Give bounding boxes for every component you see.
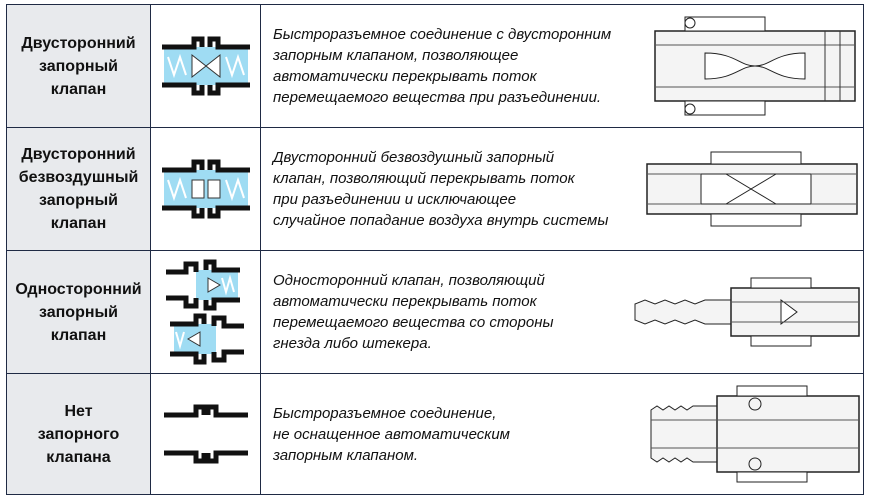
symbol-cell — [150, 373, 261, 495]
description-line: не оснащенное автоматическим — [273, 425, 510, 443]
description-line: Быстроразъемное соединение с двусторонни… — [273, 26, 612, 43]
double-shutoff-valve-symbol — [161, 36, 250, 96]
description-cell: Быстроразъемное соединение с двусторонни… — [260, 4, 864, 128]
description-cell: Двусторонний безвоздушный запорный клапа… — [260, 127, 864, 251]
description-line: клапан, позволяющий перекрывать поток — [273, 170, 575, 187]
description-line: запорным клапаном, позволяющее — [273, 47, 519, 64]
description-line: Быстроразъемное соединение, — [273, 404, 497, 422]
table-row: Двусторонний безвоздушный запорный клапа… — [6, 127, 864, 251]
no-shutoff-valve-symbol — [163, 404, 248, 464]
table-row: Односторонний запорный клапан Одностор — [6, 250, 864, 374]
valve-name-cell: Двусторонний запорный клапан — [6, 4, 151, 128]
air-free-coupling-drawing — [646, 151, 858, 227]
valve-name-line: запорного — [37, 425, 120, 443]
description-line: при разъединении и исключающее — [273, 191, 517, 208]
valve-name-line: клапан — [50, 80, 107, 98]
double-shutoff-coupling-drawing — [654, 16, 856, 116]
air-free-double-shutoff-valve-symbol — [161, 159, 250, 219]
valve-name-line: клапана — [46, 448, 111, 466]
description-line: перемещаемого вещества при разъединении. — [273, 89, 602, 106]
description-cell: Быстроразъемное соединение, не оснащенно… — [260, 373, 864, 495]
table-row: Нет запорного клапана Быстроразъемное со… — [6, 373, 864, 495]
valve-name-cell: Односторонний запорный клапан — [6, 250, 151, 374]
valve-name-line: запорный — [38, 57, 118, 75]
valve-name-line: Нет — [64, 402, 93, 420]
description-line: запорным клапаном. — [273, 446, 419, 464]
description-line: автоматически перекрывать поток — [273, 293, 537, 310]
single-shutoff-coupling-drawing — [634, 277, 860, 347]
valve-name-line: клапан — [50, 326, 107, 344]
valve-name-line: запорный — [38, 303, 118, 321]
symbol-cell — [150, 250, 261, 374]
valve-name-line: безвоздушный — [18, 169, 139, 186]
valve-name-line: Односторонний — [15, 280, 142, 298]
symbol-cell — [150, 4, 261, 128]
valve-name-line: Двусторонний — [21, 146, 136, 163]
valve-name-cell: Двусторонний безвоздушный запорный клапа… — [6, 127, 151, 251]
description-line: автоматически перекрывать поток — [273, 68, 537, 85]
valve-name-line: Двусторонний — [21, 34, 136, 52]
valve-name-line: клапан — [50, 215, 107, 232]
valve-name-cell: Нет запорного клапана — [6, 373, 151, 495]
description-line: Односторонний клапан, позволяющий — [273, 272, 545, 289]
no-valve-coupling-drawing — [650, 385, 860, 483]
single-shutoff-valve-symbol — [165, 259, 244, 365]
description-line: перемещаемого вещества со стороны — [273, 314, 554, 331]
symbol-cell — [150, 127, 261, 251]
description-line: случайное попадание воздуха внутрь систе… — [273, 212, 609, 229]
description-cell: Односторонний клапан, позволяющий автома… — [260, 250, 864, 374]
valve-types-table: Двусторонний запорный клапан Быстроразъе… — [6, 4, 864, 495]
table-row: Двусторонний запорный клапан Быстроразъе… — [6, 4, 864, 128]
description-line: гнезда либо штекера. — [273, 335, 432, 352]
valve-name-line: запорный — [38, 192, 118, 209]
description-line: Двусторонний безвоздушный запорный — [273, 149, 555, 166]
